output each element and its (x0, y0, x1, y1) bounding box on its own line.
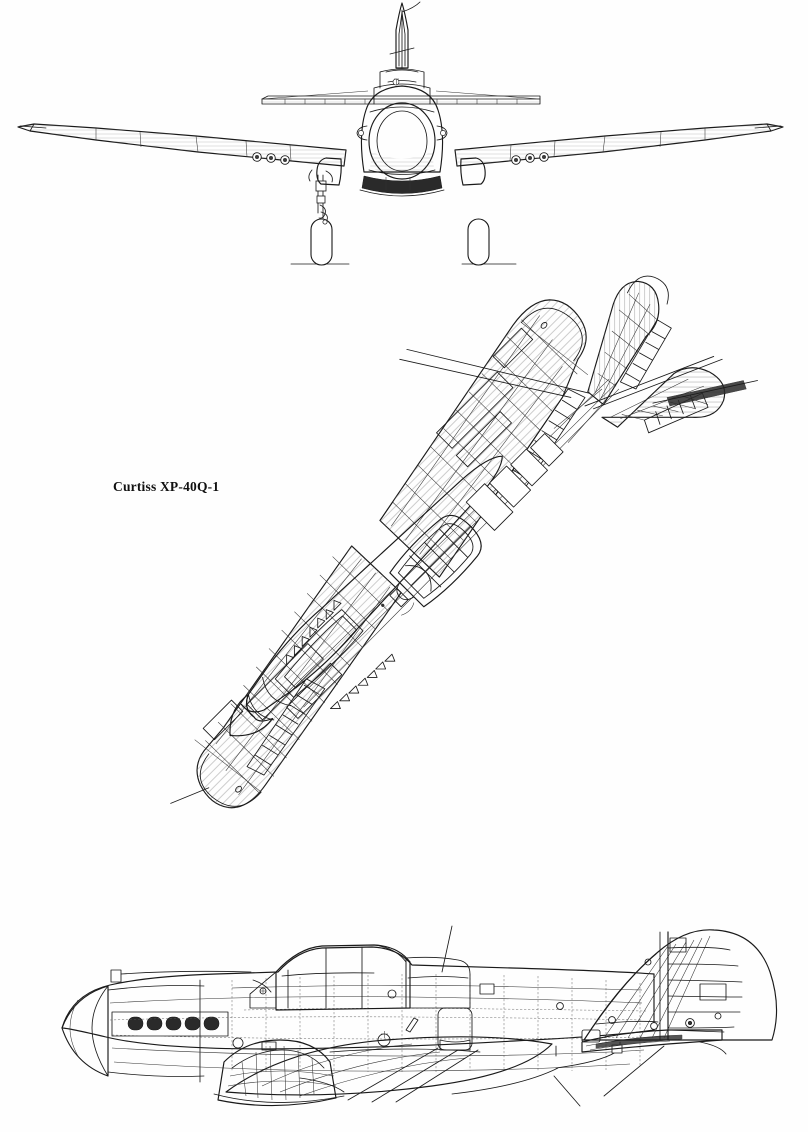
plan-fuselage (229, 378, 620, 737)
drawing-caption: Curtiss XP-40Q-1 (113, 479, 220, 494)
side-frames (231, 974, 641, 1072)
plan-tailplane (399, 275, 758, 434)
side-exhaust-stacks (111, 1011, 229, 1037)
front-view (17, 1, 784, 266)
side-radiator-scoop (213, 1037, 345, 1107)
side-antenna-mast (441, 925, 453, 973)
plan-view (170, 275, 758, 809)
plan-canopy (389, 514, 482, 608)
front-wing-right (454, 123, 784, 167)
side-wing (225, 1036, 553, 1103)
main-wheel-left (310, 218, 333, 266)
side-cowling (107, 969, 252, 1083)
side-canopy (249, 944, 471, 1047)
side-lower-tail-line (603, 1045, 665, 1097)
side-fin (581, 929, 778, 1041)
plan-wing-left (170, 545, 402, 809)
front-tailplane (261, 90, 541, 105)
side-view (61, 925, 778, 1107)
main-wheel-right (467, 218, 490, 266)
side-tailwheel-door (553, 1075, 581, 1107)
front-fuselage (356, 68, 448, 197)
front-wing-left (17, 123, 347, 167)
landing-gear-strut (308, 169, 333, 225)
front-fin (389, 1, 421, 69)
